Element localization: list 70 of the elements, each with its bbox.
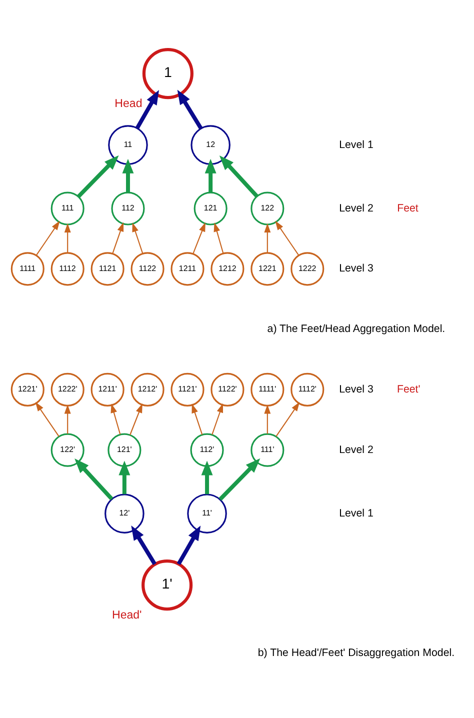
arrow (218, 458, 260, 500)
label: Level 2 (339, 443, 374, 456)
node-circle: 112 (111, 191, 145, 225)
node-circle: 1221' (10, 372, 44, 406)
arrow (131, 525, 156, 565)
arrow (122, 158, 134, 192)
arrow (64, 222, 71, 252)
arrow (64, 404, 71, 434)
node-label: Head (114, 97, 142, 110)
label: Level 3 (339, 382, 374, 395)
node-circle: 1122 (130, 252, 164, 286)
arrow (275, 220, 300, 256)
node-label: Head' (112, 608, 142, 621)
arrow (74, 458, 114, 500)
node-circle: 1112' (290, 372, 324, 406)
label: b) The Head'/Feet' Disaggregation Model. (258, 646, 455, 659)
arrow (192, 403, 203, 434)
node-circle: 12 (190, 124, 230, 164)
node-circle: 1111' (250, 372, 284, 406)
node-circle: 111 (50, 191, 84, 225)
arrow (264, 222, 271, 252)
arrow (201, 460, 213, 494)
arrow (35, 401, 60, 436)
node-circle: 11' (187, 493, 227, 533)
arrow (112, 222, 124, 254)
node-circle: 122 (250, 191, 284, 225)
node-circle: 1211' (90, 372, 124, 406)
node-circle: 1 (142, 48, 194, 99)
node-circle: 112' (190, 432, 224, 466)
node-circle: 1212' (130, 372, 164, 406)
label: Level 1 (339, 138, 374, 150)
arrow (177, 89, 203, 129)
node-circle: 1211 (170, 252, 204, 286)
arrow (76, 154, 119, 198)
arrow (118, 460, 130, 494)
arrow (176, 525, 201, 565)
label: a) The Feet/Head Aggregation Model. (267, 322, 446, 335)
node-circle: 1121 (90, 252, 124, 286)
arrow (130, 403, 142, 435)
node-circle: 111' (250, 432, 284, 466)
node-circle: 11 (108, 124, 148, 164)
arrow (204, 158, 216, 192)
label: Level 3 (339, 262, 374, 274)
node-circle: 12' (104, 493, 144, 533)
arrow (264, 404, 271, 434)
node-circle: 1122' (210, 372, 244, 406)
label: Feet' (396, 382, 420, 395)
label: Feet (397, 202, 418, 214)
node-circle: 121 (194, 191, 228, 225)
node-circle: 1112 (50, 252, 84, 286)
arrow (36, 220, 60, 256)
node-circle: 121' (108, 432, 142, 466)
arrow (214, 222, 224, 253)
node-circle: 1212 (210, 252, 244, 286)
label: Level 1 (339, 506, 374, 519)
arrow (219, 155, 258, 198)
node-circle: 1221 (250, 252, 284, 286)
node-circle: 1222' (50, 372, 84, 406)
node-circle: 1121' (170, 372, 204, 406)
node-circle: 1222 (290, 252, 324, 286)
arrow (192, 222, 206, 254)
arrow (132, 222, 144, 254)
node-circle: 1111 (10, 252, 44, 286)
label: Level 2 (339, 202, 374, 214)
arrow (212, 402, 223, 434)
node-circle: 1' (142, 559, 193, 610)
arrow (136, 90, 160, 128)
node-circle: 122' (50, 432, 84, 466)
arrow (110, 403, 121, 434)
arrow (276, 401, 300, 436)
